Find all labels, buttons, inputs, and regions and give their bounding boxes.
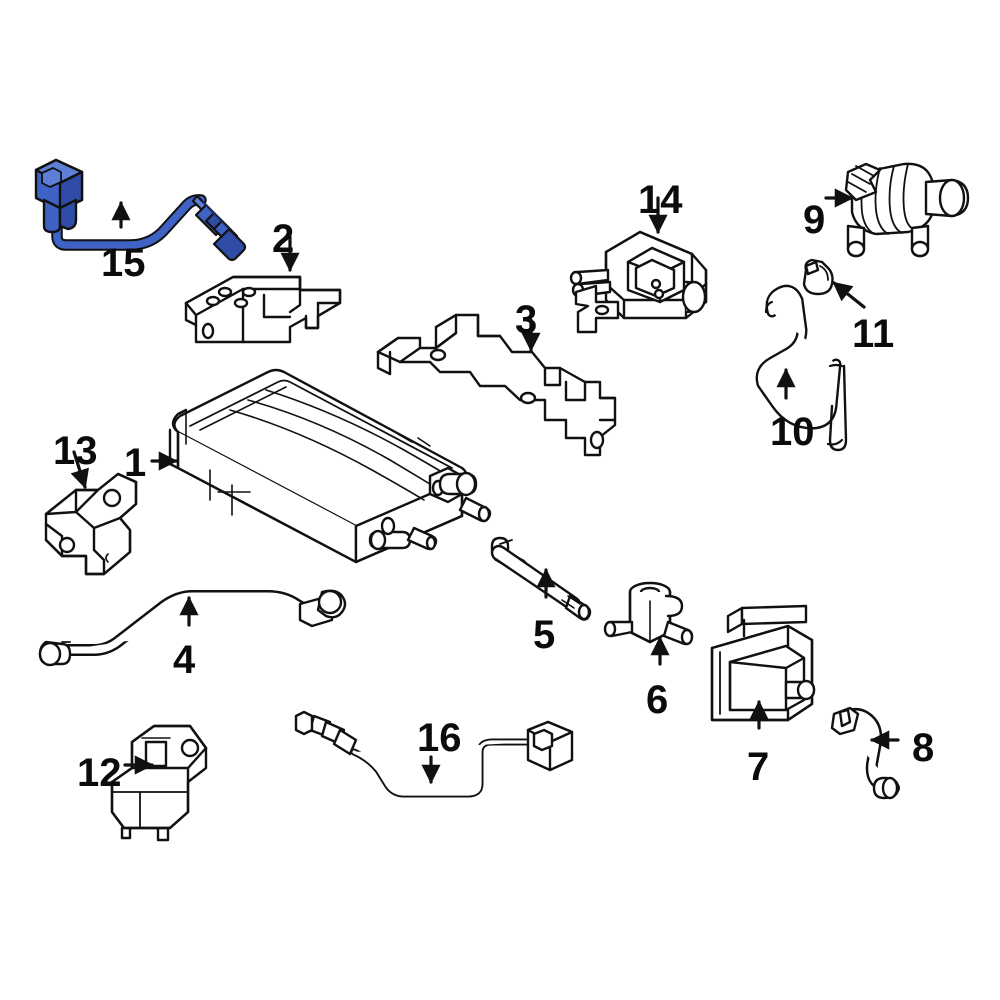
callout-number-oxygen-sensor-upstream[interactable]: 15 [101, 241, 146, 285]
callout-number-canister-close-valve[interactable]: 14 [638, 178, 683, 222]
part-8-elbow-hose[interactable] [830, 706, 900, 800]
callout-number-map-sensor[interactable]: 12 [77, 751, 122, 795]
part-1-vapor-canister[interactable] [168, 368, 528, 574]
callout-number-canister-bracket-upper[interactable]: 2 [272, 217, 295, 261]
callout-number-purge-solenoid-valve[interactable]: 6 [646, 678, 669, 722]
part-6-purge-solenoid-valve[interactable] [603, 581, 694, 646]
part-13-fuel-tank-pressure-sensor[interactable] [44, 472, 138, 576]
part-2-canister-bracket-upper[interactable] [184, 275, 342, 344]
part-11-hose-clamp[interactable] [802, 258, 834, 296]
callout-number-purge-control-valve[interactable]: 9 [803, 198, 826, 242]
callout-number-oxygen-sensor-downstream[interactable]: 16 [417, 716, 462, 760]
part-9-purge-control-valve[interactable] [844, 162, 970, 258]
part-5-vapor-tube-straight[interactable] [490, 539, 592, 621]
part-16-oxygen-sensor-downstream[interactable] [294, 710, 574, 798]
callout-arrows [70, 188, 900, 784]
callout-number-fuel-tank-pressure-sensor[interactable]: 13 [53, 429, 98, 473]
callout-number-elbow-hose[interactable]: 8 [912, 726, 935, 770]
part-14-canister-close-valve[interactable] [569, 230, 708, 334]
callout-number-canister-bracket-lower[interactable]: 3 [515, 298, 538, 342]
callout-number-vapor-tube-straight[interactable]: 5 [533, 613, 556, 657]
callout-number-vapor-hose-long[interactable]: 4 [173, 638, 196, 682]
callout-number-vapor-canister[interactable]: 1 [124, 441, 147, 485]
part-10-curved-vapor-hose[interactable] [755, 284, 848, 452]
part-15-oxygen-sensor-upstream[interactable] [34, 158, 247, 262]
callout-number-hose-clamp[interactable]: 11 [852, 312, 895, 356]
part-7-leak-detection-pump[interactable] [710, 604, 816, 722]
callout-number-leak-detection-pump[interactable]: 7 [747, 745, 770, 789]
callout-number-curved-vapor-hose[interactable]: 10 [770, 410, 815, 454]
part-3-canister-bracket-lower[interactable] [376, 313, 617, 457]
part-12-map-sensor[interactable] [110, 724, 208, 842]
